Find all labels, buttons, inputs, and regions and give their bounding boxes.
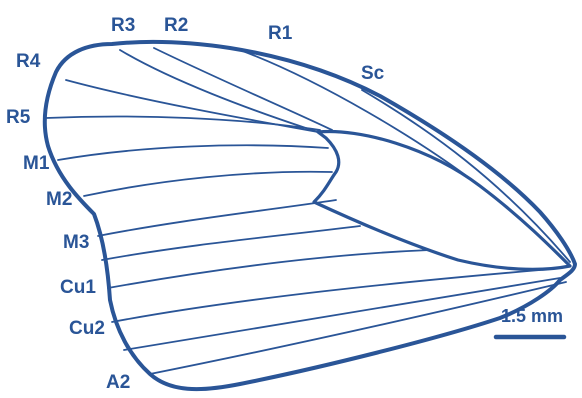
label-r1: R1 [268, 23, 293, 44]
label-r5: R5 [6, 107, 31, 128]
label-r3: R3 [111, 15, 135, 36]
label-cu1: Cu1 [60, 277, 96, 298]
label-r4: R4 [16, 51, 41, 72]
vein-cu2 [112, 270, 540, 322]
label-r2: R2 [164, 15, 188, 36]
label-cu2: Cu2 [69, 318, 105, 339]
vein-cu1 [108, 250, 430, 288]
label-m3: M3 [63, 232, 89, 253]
vein-m3-branch [102, 226, 360, 260]
label-m2: M2 [46, 189, 72, 210]
label-m1: M1 [23, 153, 50, 174]
vein-a2 [150, 282, 566, 374]
label-a2: A2 [106, 372, 130, 393]
vein-m2 [84, 172, 332, 196]
scale-bar-label: 1.5 mm [501, 306, 563, 326]
vein-m1 [58, 145, 328, 160]
vein-m3 [98, 200, 336, 236]
discal-cell [314, 131, 570, 269]
label-sc: Sc [361, 63, 385, 84]
